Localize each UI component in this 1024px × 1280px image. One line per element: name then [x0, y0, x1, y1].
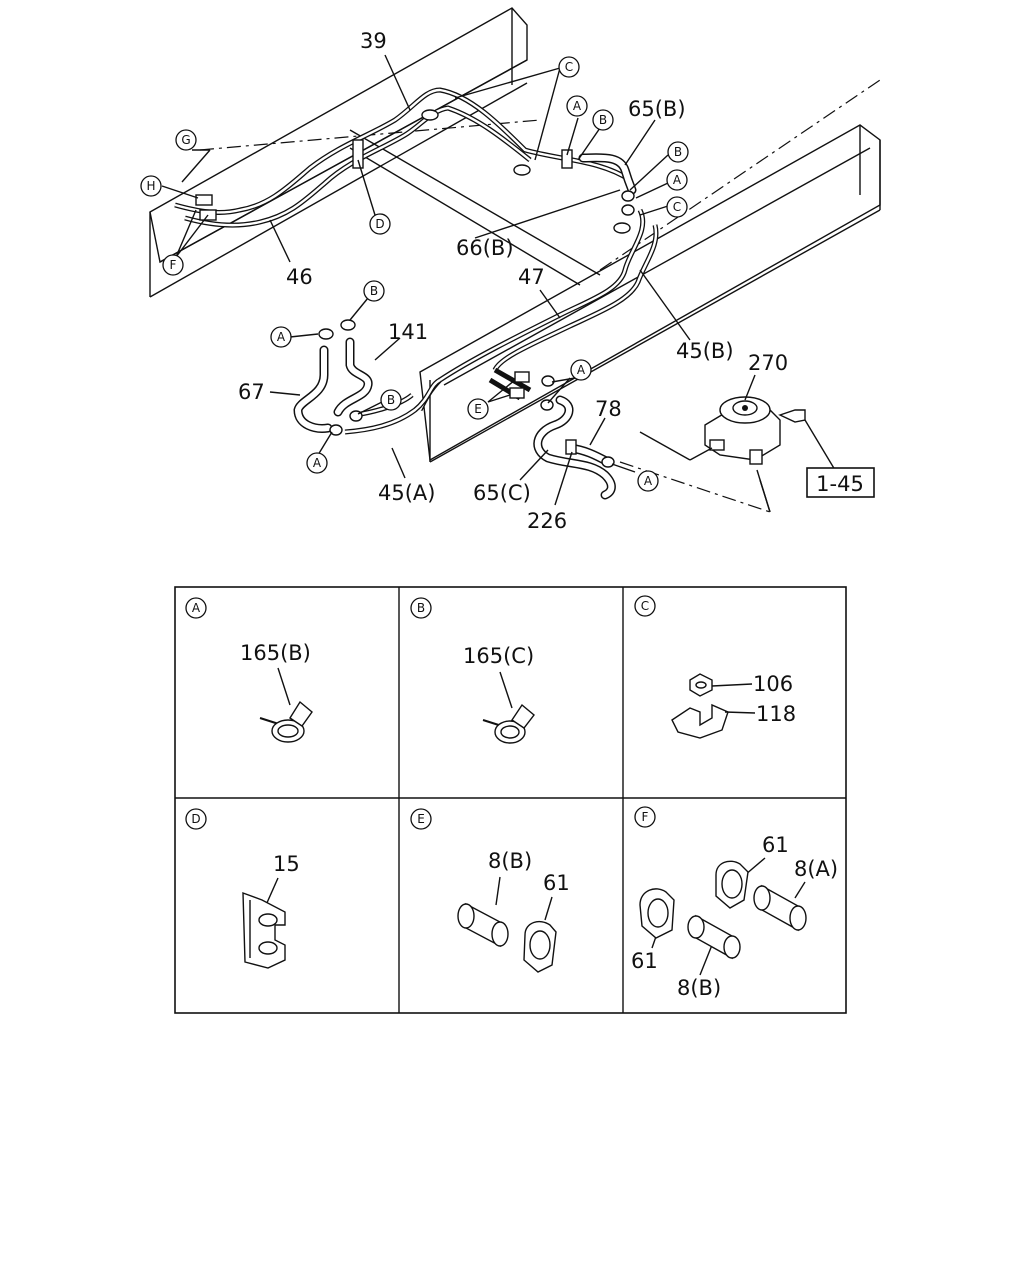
label-65c: 65(C) — [473, 481, 531, 505]
panel-f-letter: F — [642, 810, 649, 824]
diagram-callouts: C A B B A C G H F D B A B A E A A — [140, 56, 689, 492]
panel-a-letter: A — [192, 601, 201, 615]
label-67: 67 — [238, 380, 265, 404]
label-270: 270 — [748, 351, 788, 375]
callout-a-top: A — [573, 99, 582, 113]
panel-f-label-61-top: 61 — [762, 833, 789, 857]
panel-c-label-106: 106 — [753, 672, 793, 696]
callout-a-45a: A — [313, 456, 322, 470]
detail-panel-f: F 61 8(A) 61 8(B) — [631, 806, 838, 1000]
callout-f: F — [170, 258, 177, 272]
panel-c-letter: C — [641, 599, 649, 613]
label-141: 141 — [388, 320, 428, 344]
label-46: 46 — [286, 265, 313, 289]
callout-b-top: B — [599, 113, 607, 127]
callout-b-right: B — [674, 145, 682, 159]
label-45a: 45(A) — [378, 481, 435, 505]
callout-a-78: A — [644, 474, 653, 488]
detail-panel-c: C 106 118 — [634, 595, 796, 739]
callout-b-45a: B — [387, 393, 395, 407]
detail-panel-a: A 165(B) — [185, 597, 313, 743]
detail-panel-b: B 165(C) — [410, 597, 535, 744]
fuel-pipes — [174, 87, 659, 435]
label-226: 226 — [527, 509, 567, 533]
label-66b: 66(B) — [456, 236, 514, 260]
callout-a-right: A — [673, 173, 682, 187]
panel-e-letter: E — [417, 812, 425, 826]
panel-d-label-15: 15 — [273, 852, 300, 876]
detail-panel-e: E 8(B) 61 — [410, 808, 570, 973]
ref-box-label: 1-45 — [816, 472, 864, 496]
panel-a-label-165b: 165(B) — [240, 641, 311, 665]
panel-e-label-8b: 8(B) — [488, 849, 532, 873]
callout-c-right: C — [673, 200, 681, 214]
panel-d-letter: D — [191, 812, 200, 826]
label-47: 47 — [518, 265, 545, 289]
label-78: 78 — [595, 397, 622, 421]
panel-b-letter: B — [417, 601, 425, 615]
part-labels: 39 46 47 65(B) 66(B) 45(B) 270 141 67 45… — [238, 29, 875, 533]
callout-a-67: A — [277, 330, 286, 344]
panel-f-label-61-bottom: 61 — [631, 949, 658, 973]
detail-panel-d: D 15 — [185, 808, 300, 969]
label-65b: 65(B) — [628, 97, 686, 121]
callout-a-65c: A — [577, 363, 586, 377]
label-39: 39 — [360, 29, 387, 53]
panel-c-label-118: 118 — [756, 702, 796, 726]
callout-g: G — [181, 133, 190, 147]
detail-table — [174, 586, 847, 1014]
callout-e: E — [474, 402, 482, 416]
label-45b: 45(B) — [676, 339, 734, 363]
panel-f-label-8a: 8(A) — [794, 857, 838, 881]
callout-h: H — [146, 179, 155, 193]
leader-lines — [161, 54, 756, 506]
ref-box — [806, 467, 875, 498]
callout-c-top: C — [565, 60, 573, 74]
callout-d: D — [375, 217, 384, 231]
panel-e-label-61: 61 — [543, 871, 570, 895]
pressure-regulator — [619, 396, 836, 513]
panel-b-label-165c: 165(C) — [463, 644, 534, 668]
panel-f-label-8b: 8(B) — [677, 976, 721, 1000]
callout-b-141: B — [370, 284, 378, 298]
